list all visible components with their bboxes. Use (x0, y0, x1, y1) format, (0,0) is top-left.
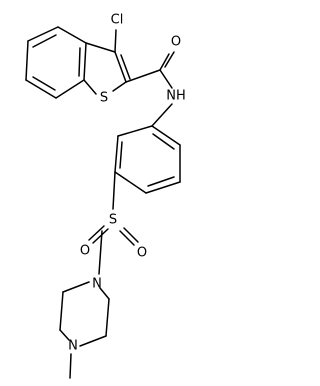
amide-nitrogen-label: NH (166, 89, 186, 104)
benzo-ring (25, 26, 87, 99)
piperazine-ring (59, 281, 110, 347)
chloro-bond (114, 29, 117, 53)
chlorine-label: Cl (111, 13, 124, 28)
sulfonyl-oxygens (88, 225, 139, 246)
sulfonyl-n-bond (98, 230, 103, 275)
phenyl-ring (114, 125, 181, 194)
piperazine-nitrogen-top-label: N (92, 277, 102, 292)
amide-group (125, 51, 175, 89)
thiophene-ring (83, 42, 131, 95)
sulfonyl-oxygen-right-label: O (137, 246, 147, 261)
carbonyl-oxygen-label: O (171, 35, 181, 50)
piperazine-nitrogen-bottom-label: N (68, 339, 78, 354)
thiophene-sulfur-label: S (100, 91, 108, 106)
n-aryl-bond (151, 103, 173, 127)
sulfonyl-oxygen-left-label: O (80, 244, 90, 259)
n-methyl-bond (69, 353, 72, 379)
structure-diagram: Cl O S NH S O O N N (25, 13, 186, 379)
sulfonyl-sulfur-label: S (109, 213, 117, 228)
aryl-sulfonyl-bond (112, 171, 116, 210)
molecule-drawing: Cl O S NH S O O N N (25, 13, 186, 379)
